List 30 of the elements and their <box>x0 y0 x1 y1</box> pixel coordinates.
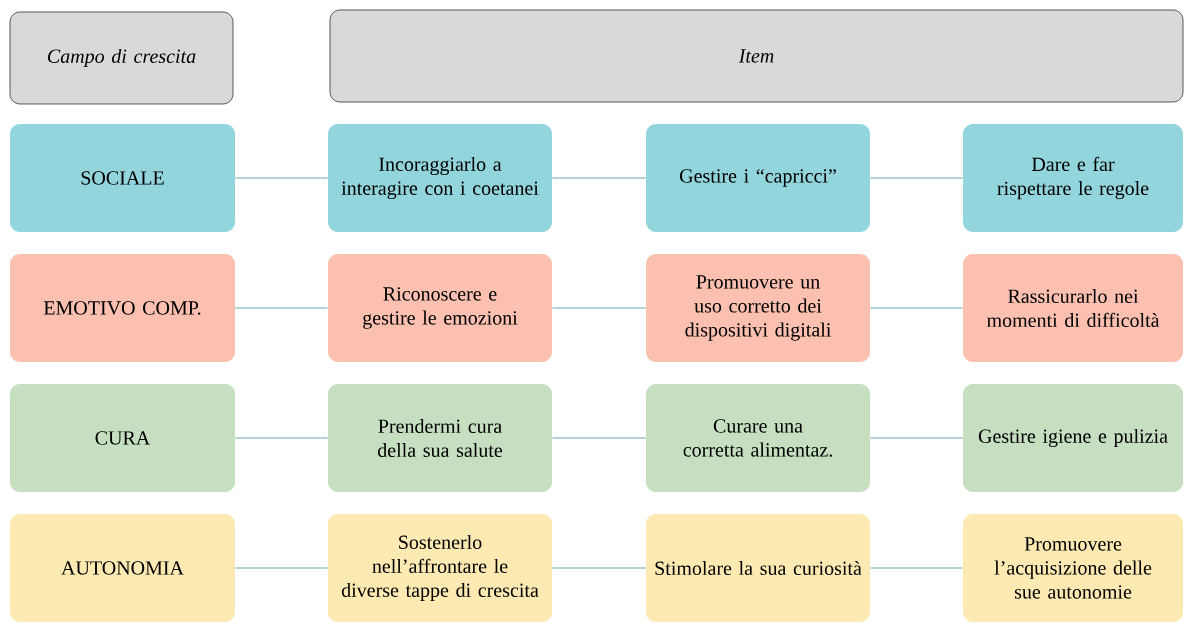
item-box: Promuovere un uso corretto dei dispositivi digitali <box>646 254 870 362</box>
item-box: Stimolare la sua curiosità <box>646 514 870 622</box>
connector-line <box>869 567 964 569</box>
connector-line <box>869 307 964 309</box>
item-box: AUTONOMIA <box>10 514 235 622</box>
connector-line <box>551 307 647 309</box>
item-box: Riconoscere e gestire le emozioni <box>328 254 552 362</box>
header-box: Item <box>329 9 1184 103</box>
item-box: Prendermi cura della sua salute <box>328 384 552 492</box>
item-box: SOCIALE <box>10 124 235 232</box>
connector-line <box>234 567 329 569</box>
item-box: Curare una corretta alimentaz. <box>646 384 870 492</box>
item-box: Incoraggiarlo a interagire con i coetanei <box>328 124 552 232</box>
item-box: Dare e far rispettare le regole <box>963 124 1183 232</box>
item-box: Rassicurarlo nei momenti di difficoltà <box>963 254 1183 362</box>
item-box: Sostenerlo nell’affrontare le diverse tappe di crescita <box>328 514 552 622</box>
connector-line <box>234 437 329 439</box>
connector-line <box>234 307 329 309</box>
connector-line <box>551 177 647 179</box>
item-box: Gestire igiene e pulizia <box>963 384 1183 492</box>
item-box: EMOTIVO COMP. <box>10 254 235 362</box>
connector-line <box>551 567 647 569</box>
item-box: CURA <box>10 384 235 492</box>
connector-line <box>551 437 647 439</box>
item-box: Promuovere l’acquisizione delle sue autonomie <box>963 514 1183 622</box>
connector-line <box>869 177 964 179</box>
connector-line <box>869 437 964 439</box>
connector-line <box>234 177 329 179</box>
item-box: Gestire i “capricci” <box>646 124 870 232</box>
header-box: Campo di crescita <box>9 11 234 105</box>
